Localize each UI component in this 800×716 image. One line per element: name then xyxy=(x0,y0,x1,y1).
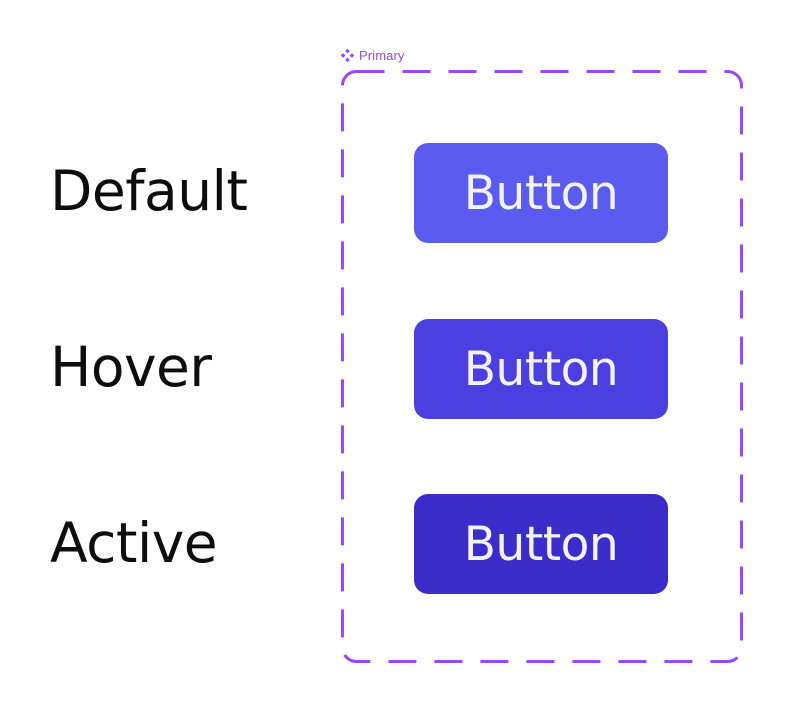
button-hover-label: Button xyxy=(463,341,619,397)
button-hover[interactable]: Button xyxy=(414,319,668,419)
frame-label[interactable]: Primary xyxy=(341,48,404,63)
frame-label-text: Primary xyxy=(359,48,405,63)
button-default-label: Button xyxy=(463,165,619,221)
button-active-label: Button xyxy=(463,516,619,572)
state-label-hover: Hover xyxy=(50,335,212,399)
button-default[interactable]: Button xyxy=(414,143,668,243)
button-active[interactable]: Button xyxy=(414,494,668,594)
component-frame[interactable]: Primary Button Button Button xyxy=(341,48,743,663)
figma-component-icon xyxy=(341,49,354,62)
state-label-active: Active xyxy=(50,511,218,575)
state-label-default: Default xyxy=(50,159,248,223)
